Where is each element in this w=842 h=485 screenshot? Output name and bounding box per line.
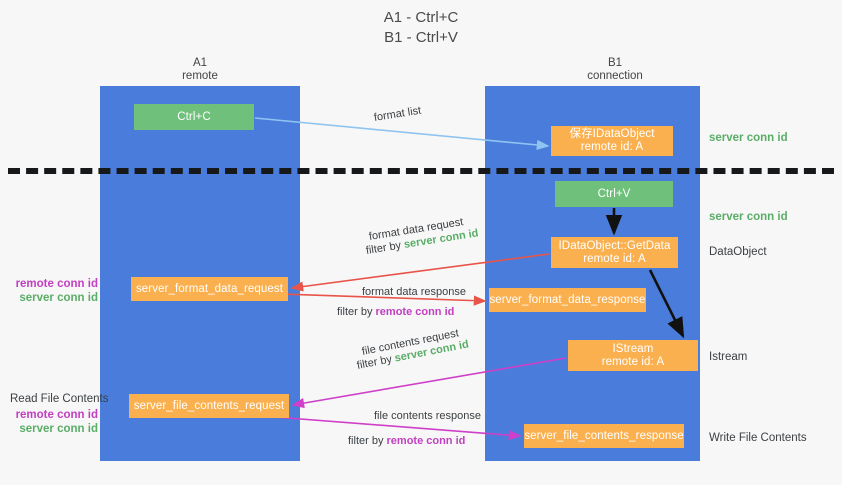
annotation-file-contents-response-filter: filter by remote conn id (348, 434, 465, 448)
right-label-write-file-contents: Write File Contents (709, 432, 807, 444)
node-server-file-contents-request[interactable]: server_file_contents_request (129, 394, 289, 418)
node-idataobject-getdata[interactable]: IDataObject::GetData remote id: A (551, 237, 678, 268)
column-header-b1-name: B1 (607, 57, 623, 69)
annotation-format-data-response: format data response (362, 286, 466, 298)
left-label-group-file: remote conn id server conn id (10, 409, 98, 436)
left-label-group-format: remote conn id server conn id (10, 278, 98, 305)
node-ctrl-c[interactable]: Ctrl+C (134, 104, 254, 130)
node-ctrl-c-label: Ctrl+C (177, 110, 211, 123)
annotation-format-list: format list (373, 104, 423, 124)
phase-separator (8, 168, 834, 174)
node-server-format-data-request-label: server_format_data_request (135, 282, 284, 295)
annotation-file-contents-response-filter-prefix: filter by (348, 435, 387, 447)
annotation-file-contents-response: file contents response (374, 410, 482, 422)
node-server-format-data-request[interactable]: server_format_data_request (131, 277, 288, 301)
column-header-b1-sub: connection (587, 70, 643, 82)
title-line-1: A1 - Ctrl+C (383, 9, 459, 26)
node-idataobject-getdata-line2: remote id: A (583, 252, 646, 265)
node-save-idataobject-line1: 保存IDataObject (569, 128, 655, 140)
node-save-idataobject-line2: remote id: A (580, 141, 644, 153)
left-label-server-conn-id-1: server conn id (19, 291, 98, 304)
right-label-istream: Istream (709, 351, 748, 363)
left-label-remote-conn-id-2: remote conn id (15, 409, 98, 421)
page-title: A1 - Ctrl+C B1 - Ctrl+V (0, 8, 842, 48)
left-label-read-file-contents: Read File Contents (10, 393, 109, 405)
title-line-2: B1 - Ctrl+V (384, 29, 458, 46)
node-server-format-data-response-label: server_format_data_response (489, 293, 646, 306)
node-server-file-contents-response-label: server_file_contents_response (524, 429, 684, 442)
left-label-server-conn-id-2: server conn id (19, 422, 98, 435)
annotation-format-data-response-filter: filter by remote conn id (337, 305, 454, 319)
node-server-file-contents-response[interactable]: server_file_contents_response (524, 424, 684, 448)
annotation-format-data-response-filter-prefix: filter by (337, 306, 376, 318)
node-ctrl-v[interactable]: Ctrl+V (555, 181, 673, 207)
column-header-a1: A1 remote (120, 57, 280, 83)
node-idataobject-getdata-line1: IDataObject::GetData (558, 239, 671, 252)
annotation-file-contents-response-filter-value: remote conn id (386, 435, 466, 447)
node-server-file-contents-request-label: server_file_contents_request (133, 399, 285, 412)
node-istream[interactable]: IStream remote id: A (568, 340, 698, 371)
node-save-idataobject[interactable]: 保存IDataObject remote id: A (551, 126, 673, 156)
right-label-server-conn-id-2: server conn id (709, 211, 788, 223)
annotation-format-data-response-filter-value: remote conn id (375, 306, 455, 318)
column-header-a1-sub: remote (182, 70, 218, 82)
right-label-server-conn-id-1: server conn id (709, 132, 788, 144)
column-header-a1-name: A1 (192, 57, 208, 69)
node-server-format-data-response[interactable]: server_format_data_response (489, 288, 646, 312)
left-label-remote-conn-id-1: remote conn id (15, 278, 98, 290)
node-istream-line1: IStream (612, 342, 654, 355)
column-header-b1: B1 connection (535, 57, 695, 83)
node-ctrl-v-label: Ctrl+V (597, 187, 631, 200)
right-label-dataobject: DataObject (709, 246, 767, 258)
node-istream-line2: remote id: A (601, 355, 665, 368)
